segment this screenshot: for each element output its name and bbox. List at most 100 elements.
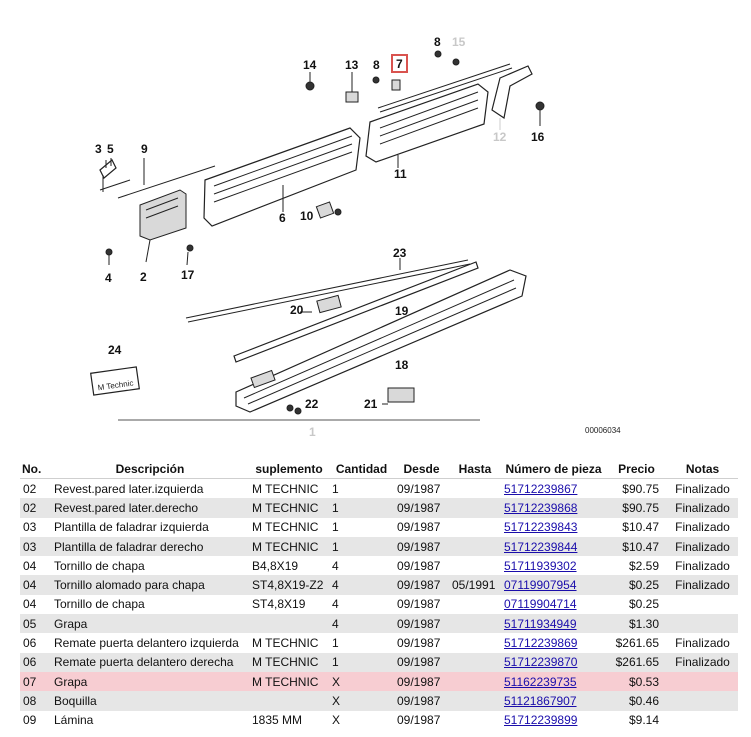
cell-notes: Finalizado xyxy=(675,655,730,670)
highlight-box-7[interactable] xyxy=(391,54,408,73)
label-23: 23 xyxy=(393,246,407,260)
cell-quantity: X xyxy=(332,713,341,728)
cell-description: Tornillo de chapa xyxy=(54,597,145,612)
part-number-link[interactable]: 51712239870 xyxy=(504,655,578,670)
cell-part-number: 51712239867 xyxy=(501,479,606,499)
cell-supplement: M TECHNIC xyxy=(252,636,319,651)
cell-price: $10.47 xyxy=(622,539,659,554)
part-number-link[interactable]: 51711934949 xyxy=(504,616,577,631)
cell-no: 06 xyxy=(23,655,37,670)
cell-part-number: 07119907954 xyxy=(501,575,606,594)
cell-no: 02 xyxy=(23,481,37,496)
part-number-link[interactable]: 07119907954 xyxy=(504,578,577,593)
cell-supplement: M TECHNIC xyxy=(252,674,319,689)
cell-to xyxy=(449,614,501,633)
label-16: 16 xyxy=(531,130,545,144)
cell-part-number: 51712239868 xyxy=(501,498,606,517)
cell-no: 03 xyxy=(23,520,37,535)
cell-price: $90.75 xyxy=(622,500,659,515)
cell-price: $0.46 xyxy=(628,693,659,708)
cell-no: 04 xyxy=(23,578,37,593)
part-number-link[interactable]: 51712239867 xyxy=(504,481,578,496)
cell-price: $2.59 xyxy=(628,558,659,573)
cell-quantity: 4 xyxy=(332,597,339,612)
cell-from: 09/1987 xyxy=(397,616,441,631)
part-number-link[interactable]: 51712239899 xyxy=(504,713,578,728)
label-6: 6 xyxy=(279,211,286,225)
cell-quantity: 4 xyxy=(332,558,339,573)
label-14: 14 xyxy=(303,58,317,72)
label-7[interactable]: 7 xyxy=(396,57,403,71)
emblem-24 xyxy=(90,366,140,396)
cell-from: 09/1987 xyxy=(397,655,441,670)
cell-price: $1.30 xyxy=(628,616,659,631)
part-18-shape xyxy=(235,269,527,413)
col-header-from: Desde xyxy=(403,462,440,476)
cell-to xyxy=(449,498,501,517)
label-1: 1 xyxy=(309,425,316,439)
cell-quantity: X xyxy=(332,693,341,708)
part-number-link[interactable]: 51711939302 xyxy=(504,558,577,573)
part-number-link[interactable]: 51121867907 xyxy=(504,693,577,708)
cell-price: $261.65 xyxy=(615,636,659,651)
cell-description: Plantilla de faladrar izquierda xyxy=(54,520,209,535)
cell-part-number: 51121867907 xyxy=(501,691,606,710)
cell-part-number: 51712239869 xyxy=(501,633,606,652)
cell-to xyxy=(449,711,501,730)
label-22: 22 xyxy=(305,397,319,411)
cell-notes xyxy=(667,595,738,614)
cell-notes xyxy=(667,691,738,710)
cell-to xyxy=(449,595,501,614)
label-17: 17 xyxy=(181,268,195,282)
cell-part-number: 51712239870 xyxy=(501,653,606,672)
cell-description: Plantilla de faladrar derecho xyxy=(54,539,204,554)
part-number-link[interactable]: 51712239869 xyxy=(504,636,578,651)
table-header-row: No. Descripción suplemento Cantidad Desd… xyxy=(20,460,738,479)
label-5: 5 xyxy=(107,142,114,156)
cell-supplement: M TECHNIC xyxy=(252,500,319,515)
part-number-link[interactable]: 51712239844 xyxy=(504,539,578,554)
col-header-description: Descripción xyxy=(115,462,185,476)
cell-supplement: ST4,8X19-Z2 xyxy=(252,578,324,593)
part-number-link[interactable]: 51162239735 xyxy=(504,674,577,689)
cell-to xyxy=(449,556,501,575)
cell-no: 04 xyxy=(23,558,37,573)
cell-to xyxy=(449,537,501,556)
cell-part-number: 51712239843 xyxy=(501,518,606,537)
cell-description: Remate puerta delantero derecha xyxy=(54,655,234,670)
label-12: 12 xyxy=(493,130,507,144)
cell-notes xyxy=(667,672,738,691)
cell-description: Grapa xyxy=(54,616,88,631)
cell-no: 02 xyxy=(23,500,37,515)
cell-description: Revest.pared later.derecho xyxy=(54,500,199,515)
col-header-part-number: Número de pieza xyxy=(505,462,602,476)
part-number-link[interactable]: 51712239843 xyxy=(504,520,578,535)
col-header-to: Hasta xyxy=(458,462,492,476)
label-11: 11 xyxy=(394,167,407,181)
part-number-link[interactable]: 07119904714 xyxy=(504,597,577,612)
cell-part-number: 51712239899 xyxy=(501,711,606,730)
cell-price: $261.65 xyxy=(615,655,659,670)
part-number-link[interactable]: 51712239868 xyxy=(504,500,578,515)
cell-quantity: 4 xyxy=(332,616,339,631)
cell-from: 09/1987 xyxy=(397,713,441,728)
cell-notes xyxy=(667,614,738,633)
cell-description: Lámina xyxy=(54,713,94,728)
cell-notes xyxy=(667,711,738,730)
cell-from: 09/1987 xyxy=(397,539,441,554)
cell-quantity: X xyxy=(332,674,341,689)
cell-from: 09/1987 xyxy=(397,578,441,593)
